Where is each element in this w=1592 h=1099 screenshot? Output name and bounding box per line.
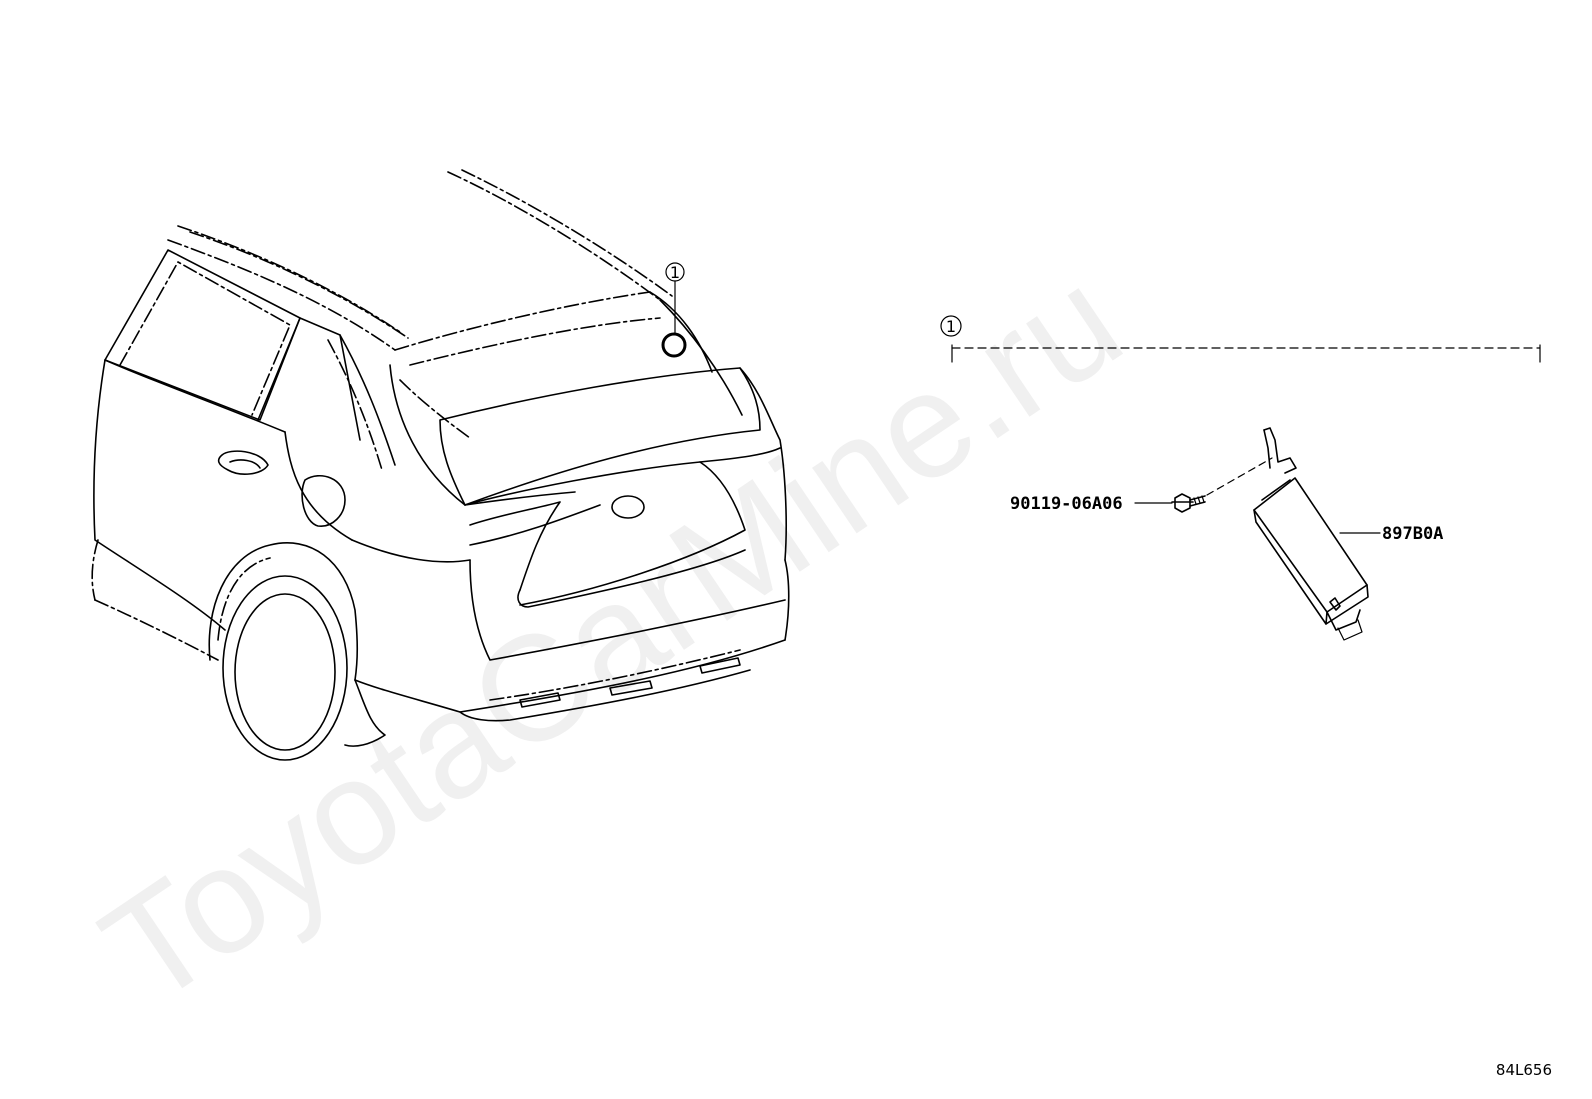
- module-location-marker[interactable]: [661, 332, 687, 358]
- vehicle-callout-number: 1: [670, 263, 680, 282]
- vehicle-callout[interactable]: 1: [661, 262, 687, 358]
- vehicle-illustration: [91, 169, 790, 761]
- bolt-part-number[interactable]: 90119-06A06: [1010, 494, 1123, 514]
- module-part-number[interactable]: 897B0A: [1382, 524, 1443, 544]
- group-callout-number: 1: [946, 317, 956, 336]
- bolt-part[interactable]: [1171, 493, 1206, 513]
- watermark-text: ToyotaCarMine.ru: [74, 235, 1149, 1036]
- diagram-code: 84L656: [1496, 1061, 1552, 1079]
- module-part[interactable]: [1253, 427, 1369, 641]
- group-callout: 1: [940, 315, 1541, 363]
